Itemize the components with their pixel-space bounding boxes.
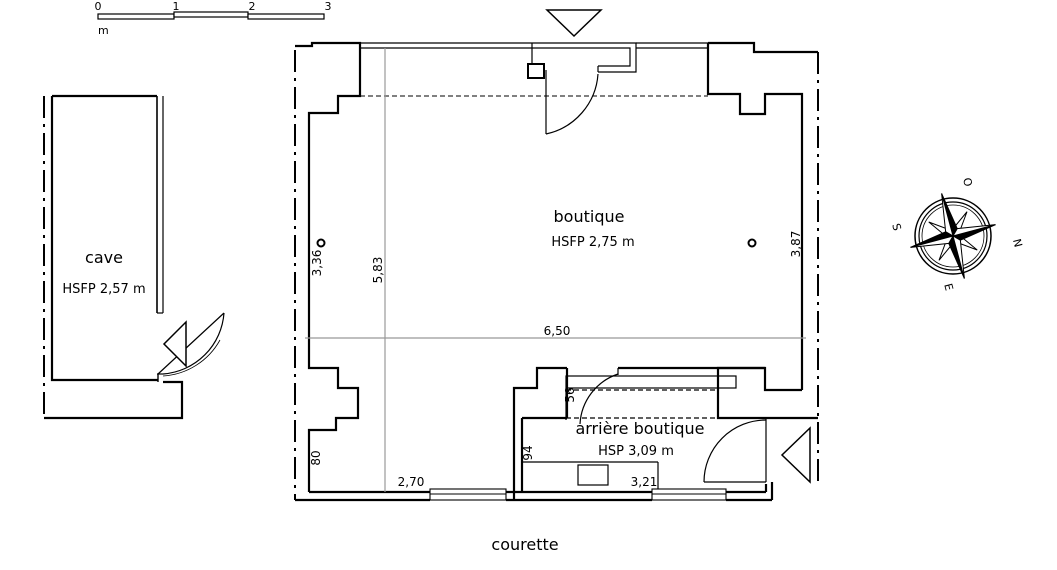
scale-bar: [97, 11, 325, 20]
cave-outline: [43, 94, 225, 420]
entrance-arrow-icon: [545, 9, 603, 38]
dim-passage: 56: [563, 387, 577, 402]
rear-entry-arrow-icon: [780, 426, 811, 484]
column: [527, 63, 545, 79]
rear-windows: [429, 488, 727, 501]
compass-west: O: [960, 176, 975, 188]
boutique-height: HSFP 2,75 m: [551, 235, 634, 250]
courtyard-label: courette: [491, 535, 558, 554]
compass-north: N: [1010, 237, 1025, 248]
arriere-boutique-fixtures: [522, 368, 767, 489]
dim-front-left: 2,70: [398, 475, 425, 489]
dim-depth-total: 5,83: [371, 257, 385, 284]
cave-height: HSFP 2,57 m: [62, 282, 145, 297]
scale-tick-2: 2: [249, 0, 256, 13]
boutique-name: boutique: [554, 207, 625, 226]
boutique-party-walls: [294, 50, 819, 500]
dim-front-right: 3,21: [631, 475, 658, 489]
scale-tick-3: 3: [325, 0, 332, 13]
arriere-boutique-height: HSP 3,09 m: [598, 444, 674, 459]
compass-east: E: [941, 282, 955, 292]
entrance-door: [545, 70, 599, 135]
dim-left-wall: 3,36: [310, 250, 324, 277]
dim-pier-left: 80: [309, 450, 323, 465]
scale-tick-1: 1: [173, 0, 180, 13]
boutique-walls: [295, 41, 818, 502]
compass-rose-icon: [910, 193, 996, 279]
pillar-left: [316, 238, 326, 248]
scale-tick-0: 0: [95, 0, 102, 13]
arriere-boutique-name: arrière boutique: [575, 419, 704, 438]
dim-pier-right: 94: [521, 445, 535, 460]
dimension-lines: [305, 48, 806, 492]
front-window: [360, 42, 708, 73]
scale-unit: m: [98, 24, 109, 37]
cave-entry-arrow-icon: [162, 320, 187, 368]
compass-south: S: [889, 222, 903, 232]
dim-width-total: 6,50: [544, 324, 571, 338]
dim-right-wall: 3,87: [789, 231, 803, 258]
pillar-right: [747, 238, 757, 248]
cave-name: cave: [85, 248, 123, 267]
